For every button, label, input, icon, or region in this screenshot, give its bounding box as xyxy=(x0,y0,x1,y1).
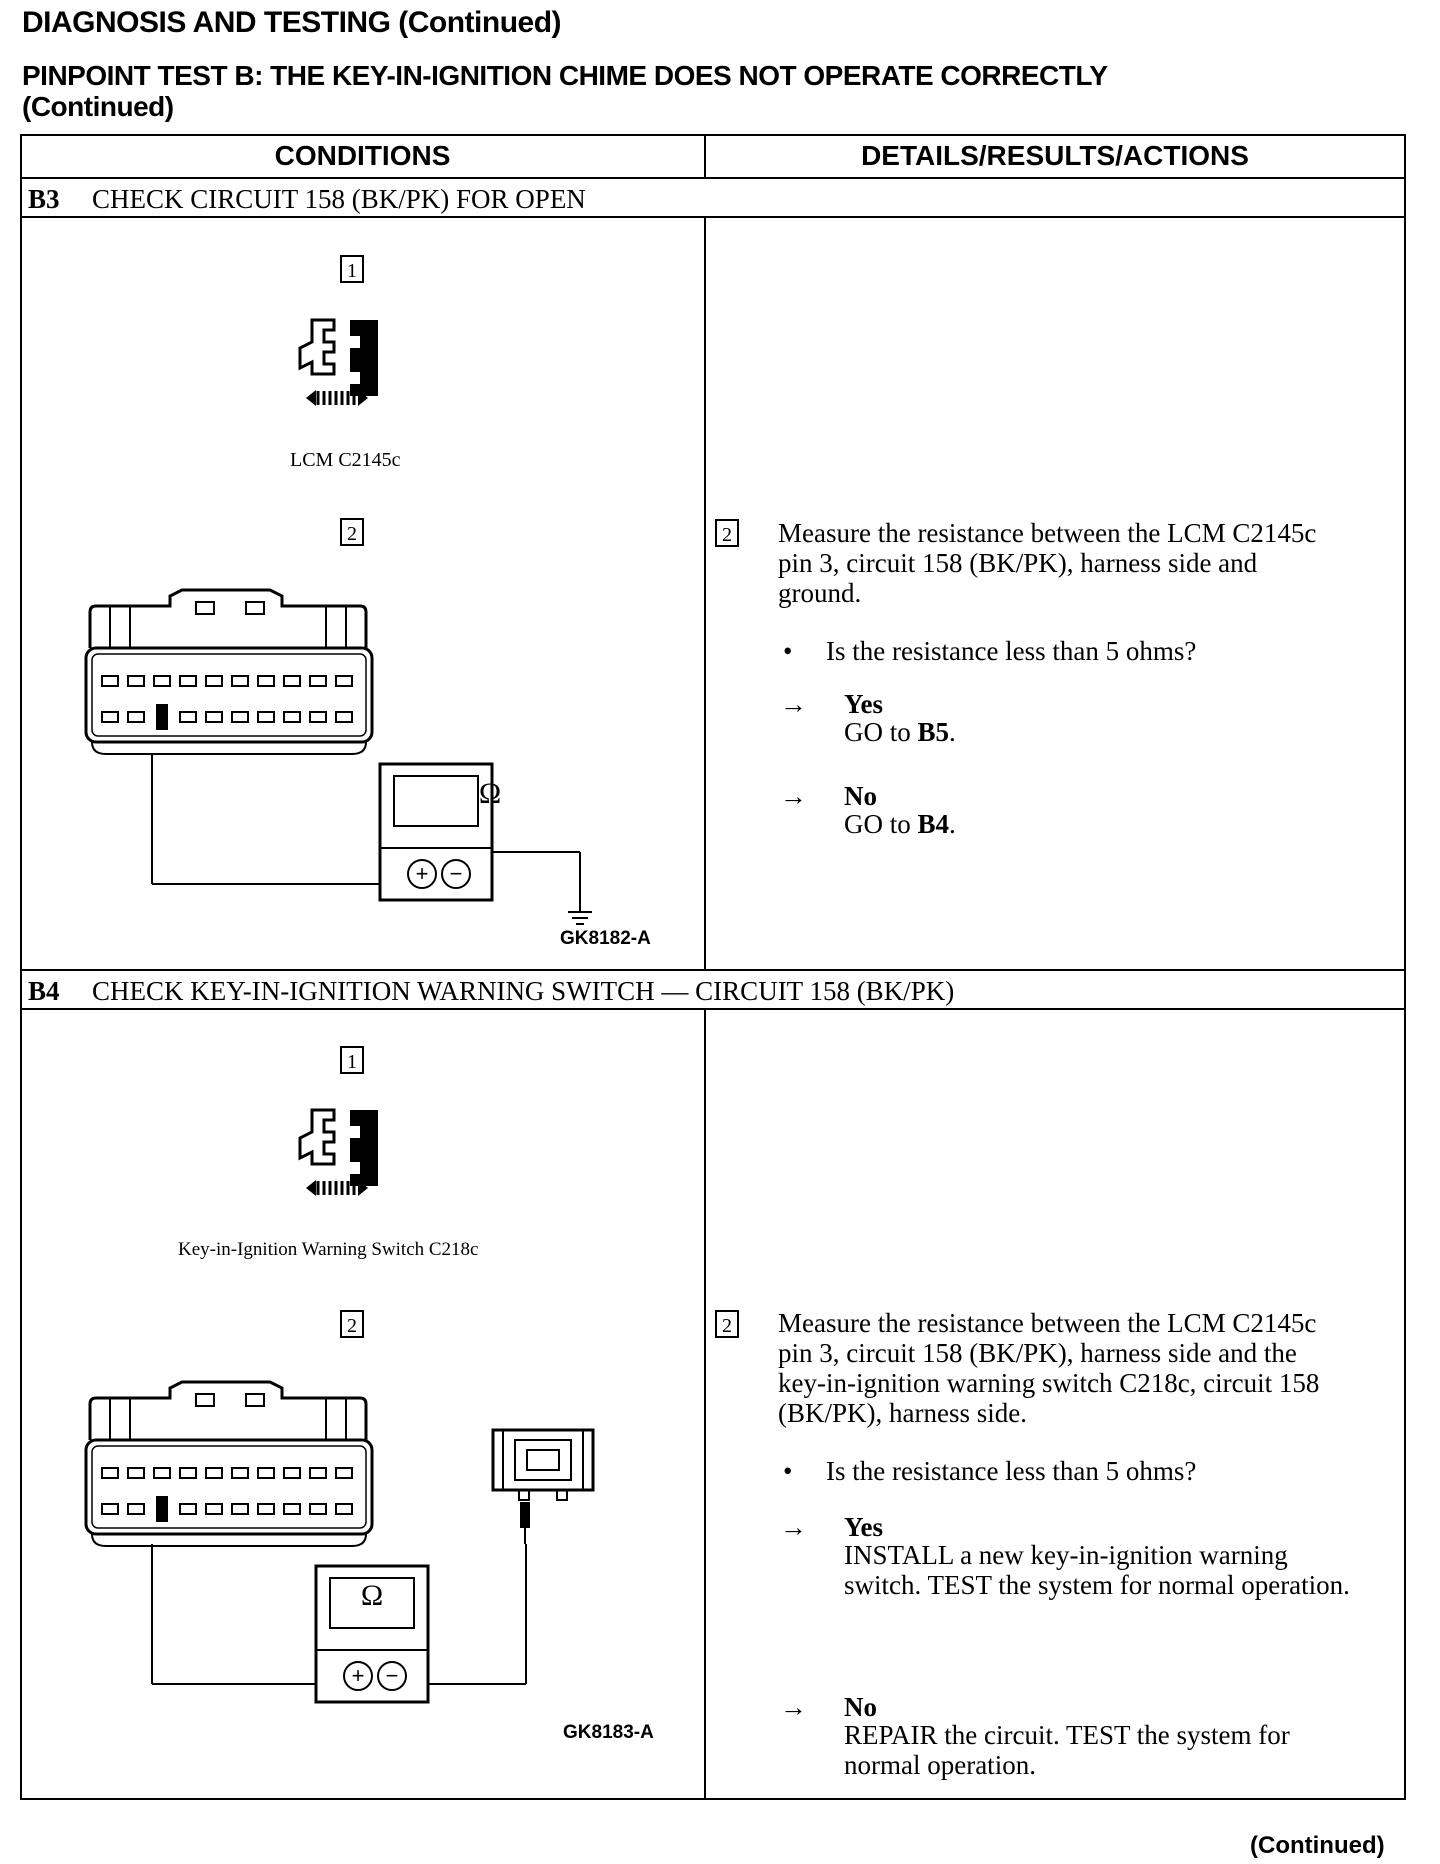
b3-step2-number: 2 xyxy=(340,518,364,546)
b4-yes-label: Yes xyxy=(844,1512,883,1542)
svg-text:−: − xyxy=(386,1663,399,1688)
b3-no-action-prefix: GO to xyxy=(844,809,918,839)
b3-bullet: • xyxy=(783,636,793,666)
b3-instruction-line3: ground. xyxy=(778,578,862,608)
b3-yes-target: B5 xyxy=(917,717,950,747)
conditions-column-header: CONDITIONS xyxy=(274,140,451,171)
b3-instruction-line2: pin 3, circuit 158 (BK/PK), harness side… xyxy=(778,548,1258,578)
b3-details-step2-number: 2 xyxy=(715,519,739,547)
b3-step1-number: 1 xyxy=(340,255,364,283)
step-b3-id: B3 xyxy=(28,184,60,214)
b4-question: Is the resistance less than 5 ohms? xyxy=(826,1456,1197,1486)
document-title: DIAGNOSIS AND TESTING (Continued) xyxy=(22,6,562,39)
b4-instruction-line3: key-in-ignition warning switch C218c, ci… xyxy=(778,1368,1320,1398)
b4-step2-number: 2 xyxy=(340,1310,364,1338)
b4-yes-action-line2: switch. TEST the system for normal opera… xyxy=(844,1570,1350,1600)
b3-figure-id: GK8182-A xyxy=(560,928,651,949)
b3-instruction: Measure the resistance between the LCM C… xyxy=(778,518,1388,608)
step-b3-title: CHECK CIRCUIT 158 (BK/PK) FOR OPEN xyxy=(92,184,586,214)
svg-text:+: + xyxy=(352,1663,365,1688)
b3-yes-action-prefix: GO to xyxy=(844,717,918,747)
b4-no-action-line1: REPAIR the circuit. TEST the system for xyxy=(844,1720,1290,1750)
pinpoint-test-title: PINPOINT TEST B: THE KEY-IN-IGNITION CHI… xyxy=(22,60,1402,122)
b3-ohmmeter-wiring: + − xyxy=(151,754,592,925)
svg-text:+: + xyxy=(416,861,429,886)
details-column-header: DETAILS/RESULTS/ACTIONS xyxy=(861,140,1249,171)
disconnect-connector-icon xyxy=(298,318,378,406)
continued-footer: (Continued) xyxy=(1250,1832,1385,1859)
b3-no-action: GO to B4. xyxy=(844,809,956,839)
svg-text:−: − xyxy=(450,861,463,886)
b4-instruction: Measure the resistance between the LCM C… xyxy=(778,1308,1398,1428)
b4-no-action: REPAIR the circuit. TEST the system for … xyxy=(844,1720,1404,1780)
table-grid xyxy=(20,134,1406,1800)
b4-instruction-line1: Measure the resistance between the LCM C… xyxy=(778,1308,1317,1338)
b4-no-label: No xyxy=(844,1692,877,1722)
b3-yes-label: Yes xyxy=(844,689,883,719)
b3-connector-label: LCM C2145c xyxy=(290,449,401,471)
b4-ohmmeter-wiring: + − xyxy=(151,1544,527,1704)
pinpoint-title-line1: PINPOINT TEST B: THE KEY-IN-IGNITION CHI… xyxy=(22,60,1108,91)
b4-instruction-line4: (BK/PK), harness side. xyxy=(778,1398,1027,1428)
b4-no-arrow: → xyxy=(780,1692,807,1722)
b4-no-action-line2: normal operation. xyxy=(844,1750,1036,1780)
b3-instruction-line1: Measure the resistance between the LCM C… xyxy=(778,518,1317,548)
b3-no-label: No xyxy=(844,781,877,811)
lcm-connector-pin-diagram xyxy=(84,1380,374,1547)
disconnect-connector-icon xyxy=(298,1108,378,1196)
b3-yes-action-suffix: . xyxy=(949,717,956,747)
b3-yes-action: GO to B5. xyxy=(844,717,956,747)
b4-figure-id: GK8183-A xyxy=(563,1722,654,1743)
b4-ohm-symbol: Ω xyxy=(360,1579,384,1612)
b3-no-target: B4 xyxy=(917,809,950,839)
b4-connector-label: Key-in-Ignition Warning Switch C218c xyxy=(178,1239,479,1260)
switch-connector-diagram xyxy=(491,1428,595,1544)
b4-details-step2-number: 2 xyxy=(715,1310,739,1338)
b4-bullet: • xyxy=(783,1456,793,1486)
b4-yes-action-line1: INSTALL a new key-in-ignition warning xyxy=(844,1540,1288,1570)
b3-no-arrow: → xyxy=(780,781,807,811)
pinpoint-test-table: CONDITIONS DETAILS/RESULTS/ACTIONS B3 CH… xyxy=(20,134,1406,1800)
b4-yes-arrow: → xyxy=(780,1512,807,1542)
pinpoint-title-line2: (Continued) xyxy=(22,91,174,122)
b4-instruction-line2: pin 3, circuit 158 (BK/PK), harness side… xyxy=(778,1338,1297,1368)
b3-no-action-suffix: . xyxy=(949,809,956,839)
lcm-connector-pin-diagram xyxy=(84,588,374,755)
b3-question: Is the resistance less than 5 ohms? xyxy=(826,636,1197,666)
step-b4-title: CHECK KEY-IN-IGNITION WARNING SWITCH — C… xyxy=(92,976,955,1006)
step-b4-id: B4 xyxy=(28,976,60,1006)
b3-ohm-symbol: Ω xyxy=(478,777,502,810)
b4-step1-number: 1 xyxy=(340,1046,364,1074)
b3-yes-arrow: → xyxy=(780,689,807,719)
b4-yes-action: INSTALL a new key-in-ignition warning sw… xyxy=(844,1540,1404,1600)
